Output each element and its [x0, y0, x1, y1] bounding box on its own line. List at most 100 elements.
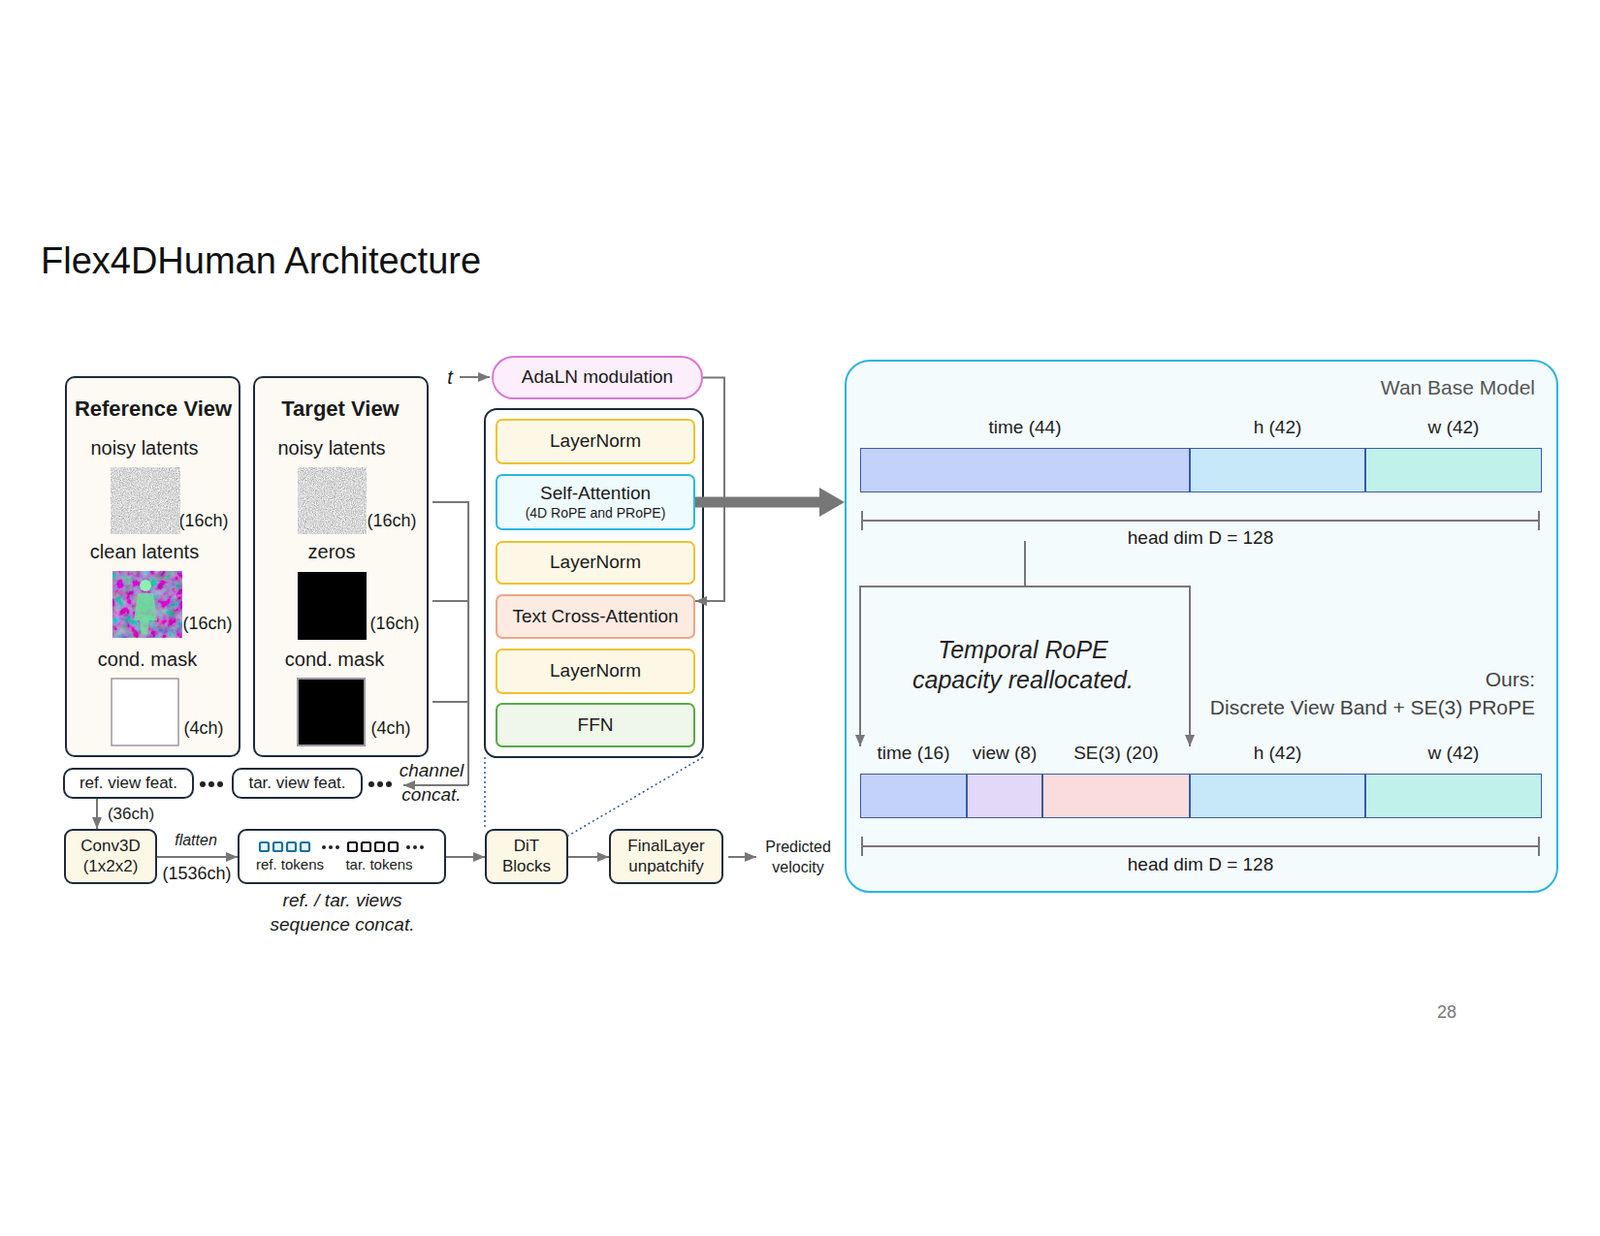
- band-segment: w (42): [1365, 773, 1542, 819]
- node-text: zeros: [308, 540, 356, 564]
- node-text: LayerNorm: [549, 430, 641, 453]
- ellipsis-dot: [321, 845, 326, 850]
- feature-box: tar. view feat.: [231, 768, 363, 800]
- connector-arrow: [568, 856, 609, 859]
- node-text: tar. tokens: [345, 856, 413, 874]
- band-segment: h (42): [1189, 773, 1366, 819]
- free-label: 28: [1437, 1002, 1457, 1024]
- timestep-arrow: [459, 376, 490, 379]
- input-panel: Reference Viewnoisy latents(16ch)clean l…: [64, 376, 241, 758]
- node-text: view (8): [972, 742, 1038, 766]
- process-box: Conv3D (1x2x2): [64, 829, 158, 885]
- ellipsis-dot: [377, 781, 384, 788]
- split-arrow: [859, 586, 862, 747]
- node-text: ref. tokens: [256, 856, 324, 874]
- node-text: FinalLayer unpatchify: [616, 836, 716, 877]
- latent-texture: [112, 571, 183, 639]
- token-square: [273, 842, 283, 852]
- process-box: FinalLayer unpatchify: [608, 829, 724, 885]
- band-segment: view (8): [966, 773, 1043, 819]
- norm-block: LayerNorm: [495, 418, 696, 465]
- node-text: cond. mask: [285, 647, 384, 672]
- node-text: time (44): [989, 416, 1062, 440]
- free-label: Temporal RoPE capacity reallocated.: [892, 635, 1154, 696]
- band-segment: h (42): [1189, 448, 1366, 493]
- edge-label: (36ch): [107, 804, 155, 825]
- node-text: (4D RoPE and PRoPE): [525, 505, 667, 522]
- connector-arrow: [157, 856, 238, 859]
- node-text: LayerNorm: [549, 660, 641, 683]
- edge-label: flatten: [174, 831, 218, 850]
- ellipsis-dot: [406, 845, 411, 850]
- node-text: Wan Base Model: [1380, 375, 1536, 400]
- ffn-block: FFN: [495, 703, 696, 748]
- node-text: (16ch): [182, 613, 232, 636]
- free-label: Predicted velocity: [756, 836, 840, 878]
- dimension-line: [862, 836, 1539, 857]
- ellipsis-dot: [199, 781, 206, 788]
- ellipsis-dot: [385, 781, 392, 788]
- node-text: time (16): [877, 742, 951, 766]
- node-text: clean latents: [90, 540, 199, 564]
- latent-image: [112, 571, 183, 639]
- ellipsis-dot: [419, 845, 424, 850]
- latent-figure: [133, 593, 158, 635]
- modulation-pill: AdaLN modulation: [491, 355, 704, 400]
- node-text: noisy latents: [90, 436, 198, 460]
- ellipsis-dot: [413, 845, 417, 850]
- node-text: cond. mask: [97, 647, 197, 672]
- connector-arrow: [695, 378, 725, 603]
- band-segment: w (42): [1365, 448, 1542, 493]
- free-label: head dim D = 128: [1127, 854, 1275, 877]
- split-arrow: [1188, 586, 1191, 747]
- free-label: Ours:: [1485, 667, 1536, 692]
- node-text: h (42): [1253, 742, 1303, 766]
- token-square: [300, 842, 310, 852]
- token-square: [287, 842, 296, 852]
- noise-image: [110, 467, 181, 535]
- ellipsis-dot: [208, 781, 215, 788]
- node-text: SE(3) (20): [1073, 742, 1159, 766]
- node-text: noisy latents: [277, 436, 385, 460]
- attention-block: Self-Attention(4D RoPE and PRoPE): [495, 474, 696, 531]
- zeros-image: [297, 572, 367, 640]
- free-label: head dim D = 128: [1127, 527, 1275, 550]
- node-text: (16ch): [369, 613, 419, 636]
- node-text: h (42): [1253, 416, 1303, 440]
- node-text: tar. view feat.: [248, 773, 346, 794]
- connector-arrow: [96, 799, 98, 830]
- token-square: [361, 842, 371, 852]
- mask-black: [297, 678, 365, 746]
- connector-arrow: [446, 856, 485, 859]
- input-panel: Target Viewnoisy latents(16ch)zeros(16ch…: [253, 376, 429, 758]
- ellipsis-dot: [328, 845, 333, 850]
- node-text: (16ch): [178, 511, 228, 533]
- node-text: w (42): [1428, 742, 1480, 766]
- node-text: LayerNorm: [549, 551, 641, 575]
- attention-block: Text Cross-Attention: [495, 594, 696, 640]
- process-box: DiT Blocks: [484, 829, 569, 885]
- node-text: AdaLN modulation: [521, 366, 673, 389]
- node-text: FFN: [577, 714, 614, 737]
- latent-figure: [139, 579, 152, 592]
- mask-white: [111, 678, 179, 746]
- ellipsis-dot: [217, 781, 224, 788]
- band-segment: time (44): [860, 448, 1190, 493]
- block-container: [484, 409, 704, 758]
- node-text: ref. view feat.: [79, 773, 178, 794]
- ellipsis-dot: [335, 845, 340, 850]
- band-segment: time (16): [860, 773, 967, 819]
- node-text: (4ch): [183, 718, 224, 740]
- free-label: (1536ch): [161, 864, 231, 886]
- node-text: Target View: [281, 396, 399, 422]
- norm-block: LayerNorm: [495, 648, 696, 695]
- free-label: ref. / tar. views sequence concat.: [255, 888, 430, 937]
- model-panel: Wan Base Modeltime (44)h (42)w (42)time …: [844, 359, 1559, 894]
- node-text: w (42): [1428, 416, 1480, 440]
- token-box: ref. tokens tar. tokens: [237, 829, 447, 885]
- norm-block: LayerNorm: [495, 541, 696, 585]
- token-square: [375, 842, 384, 852]
- zoom-line: [484, 757, 704, 836]
- token-square: [388, 842, 398, 852]
